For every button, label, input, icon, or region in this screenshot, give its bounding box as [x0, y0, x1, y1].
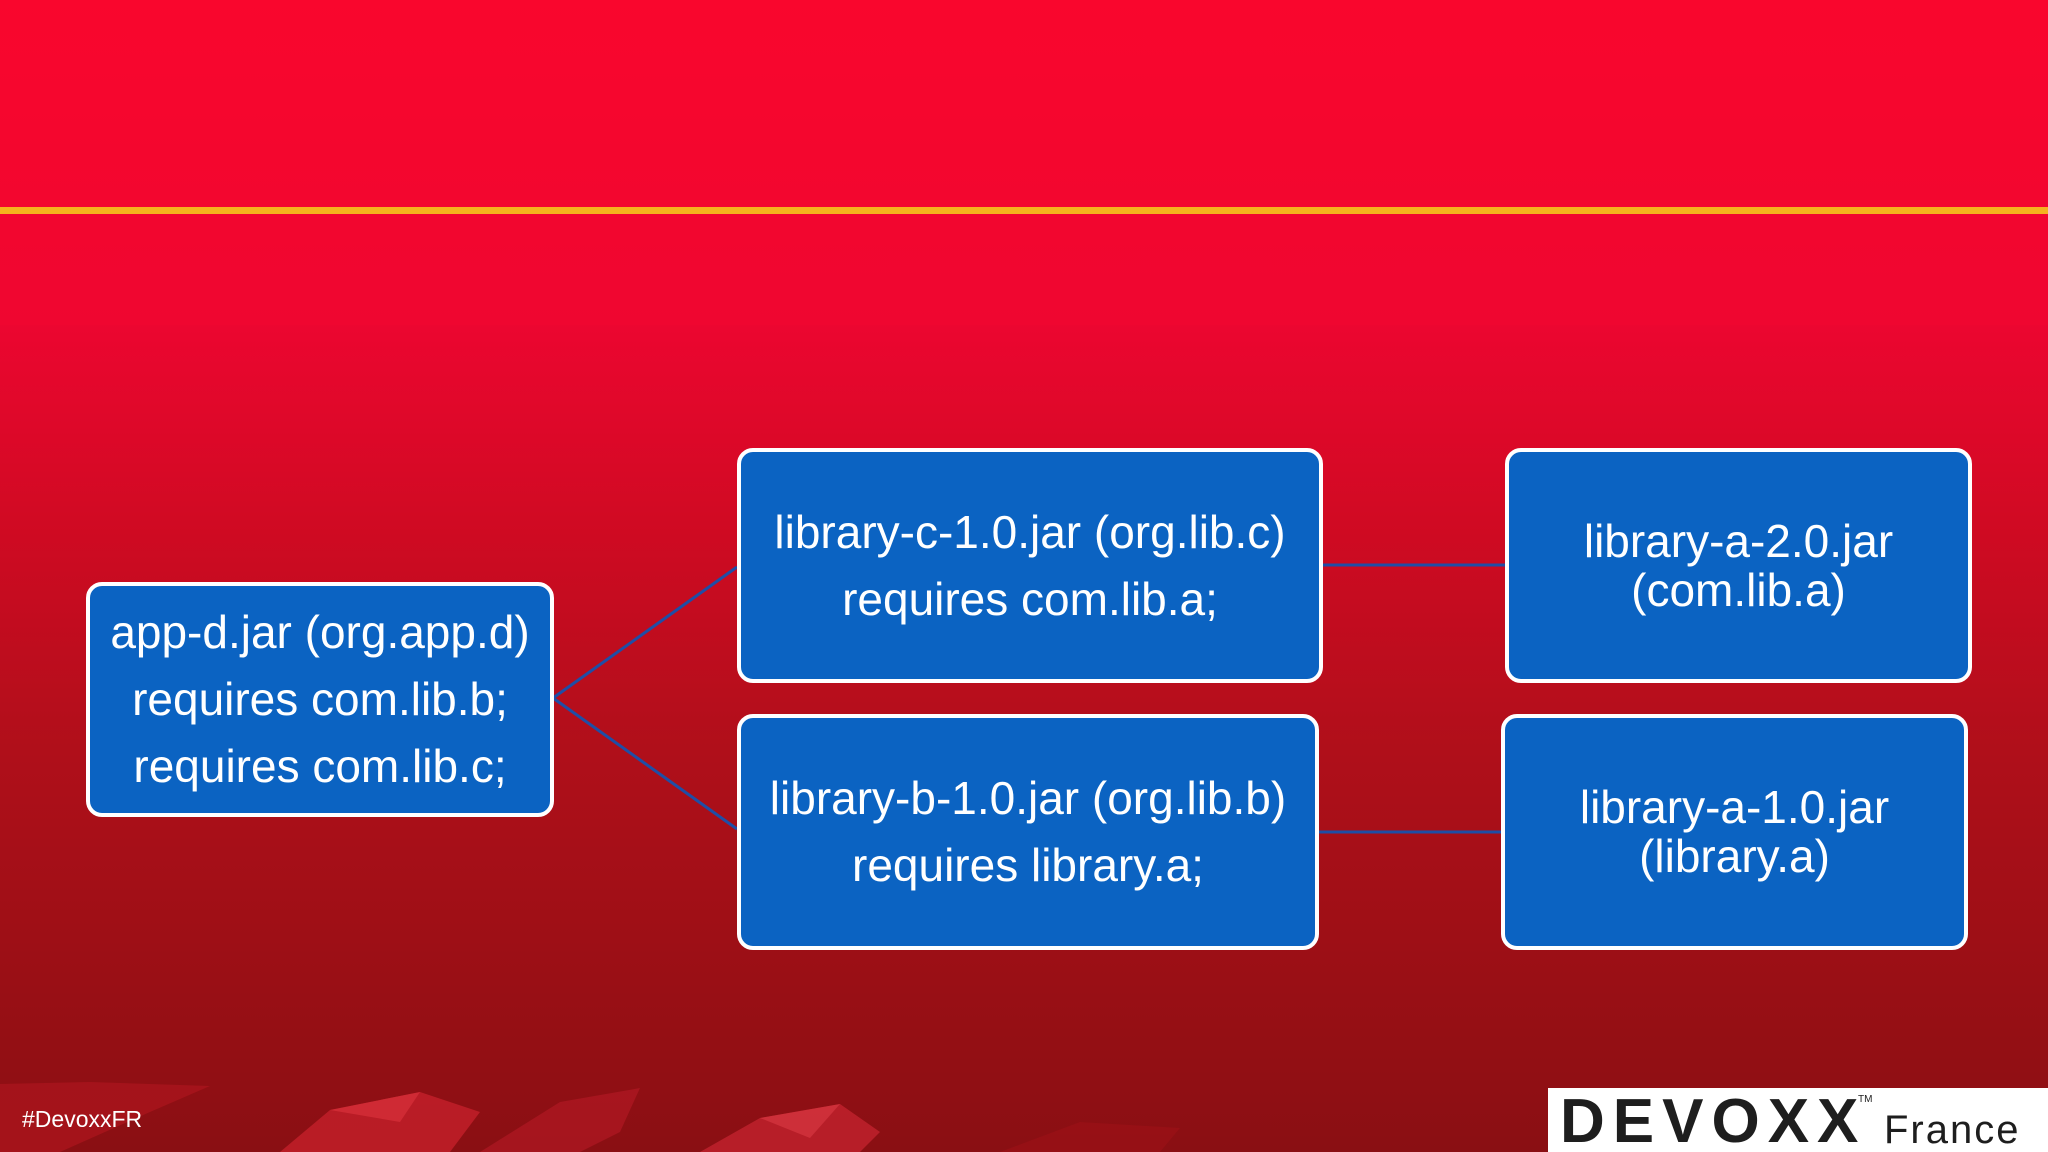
devoxx-logo-region: France [1884, 1108, 2021, 1152]
node-app-d-line-3: requires com.lib.c; [133, 740, 507, 792]
devoxx-logo-trademark: TM [1858, 1094, 1873, 1105]
node-library-b-line-2: requires library.a; [852, 839, 1204, 891]
node-library-a-1-line-1: library-a-1.0.jar [1579, 781, 1890, 833]
decorative-polygons [0, 1082, 1180, 1152]
node-library-a-1-line-2: (library.a) [1639, 830, 1830, 882]
node-app-d-line-2: requires com.lib.b; [132, 673, 508, 725]
title-band [0, 0, 2048, 325]
title-accent-line [0, 207, 2048, 214]
node-library-b: library-b-1.0.jar (org.lib.b) requires l… [737, 714, 1319, 950]
node-library-c: library-c-1.0.jar (org.lib.c) requires c… [737, 448, 1323, 683]
devoxx-logo-wordmark: DEVOXX [1560, 1088, 1867, 1152]
edge-app-to-lib-b [552, 696, 738, 831]
node-library-c-line-2: requires com.lib.a; [842, 572, 1218, 625]
node-library-a-2-line-2: (com.lib.a) [1631, 563, 1846, 616]
event-hashtag: #DevoxxFR [22, 1106, 143, 1132]
node-library-a-2-line-1: library-a-2.0.jar [1583, 514, 1894, 567]
node-library-a-1: library-a-1.0.jar (library.a) [1501, 714, 1968, 950]
devoxx-france-logo: DEVOXX TM France [1548, 1088, 2048, 1152]
edge-app-to-lib-c [552, 565, 738, 700]
node-app-d: app-d.jar (org.app.d) requires com.lib.b… [86, 582, 554, 817]
node-library-b-line-1: library-b-1.0.jar (org.lib.b) [769, 772, 1287, 824]
node-library-c-line-1: library-c-1.0.jar (org.lib.c) [774, 505, 1286, 558]
node-app-d-line-1: app-d.jar (org.app.d) [110, 606, 530, 658]
node-library-a-2: library-a-2.0.jar (com.lib.a) [1505, 448, 1972, 683]
